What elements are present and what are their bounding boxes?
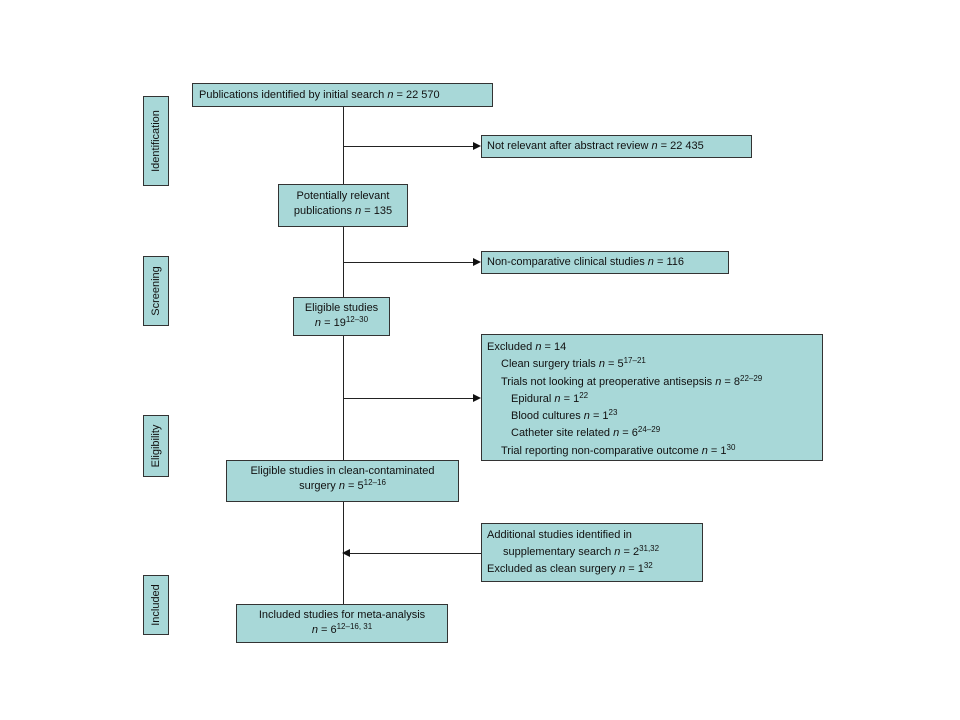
included-refs: 12–16, 31 (336, 622, 373, 631)
not-relevant-n: n (651, 140, 658, 152)
additional-line2-label: supplementary search (503, 546, 615, 558)
not-relevant-label: Not relevant after abstract review (487, 140, 649, 152)
connector-excluded (343, 398, 475, 399)
box-eligible-studies: Eligible studies n = 1912–30 (293, 297, 390, 336)
non-comparative-count: = 116 (653, 256, 684, 268)
box-additional-studies: Additional studies identified in supplem… (481, 523, 703, 582)
excluded-item-refs: 22 (579, 390, 589, 400)
eligible-studies-n: n (314, 317, 322, 329)
additional-line2-count: = 2 (620, 546, 640, 558)
eligible-clean-count: = 5 (344, 480, 364, 492)
eligible-studies-line1: Eligible studies (304, 302, 379, 314)
eligible-studies-refs: 12–30 (345, 315, 369, 324)
excluded-header-count: = 14 (541, 341, 567, 353)
main-flow-line (343, 106, 344, 604)
excluded-item-refs: 30 (726, 442, 736, 452)
potentially-relevant-label: publications (293, 205, 356, 217)
excluded-header-label: Excluded (487, 341, 536, 353)
excluded-item-n: n (715, 375, 722, 388)
eligible-clean-label: surgery (299, 480, 339, 492)
excluded-item-n: n (701, 444, 708, 457)
stage-identification: Identification (143, 96, 169, 186)
stage-eligibility-label: Eligibility (150, 424, 162, 468)
eligible-studies-count: = 19 (321, 317, 346, 329)
box-eligible-clean-contaminated: Eligible studies in clean-contaminated s… (226, 460, 459, 502)
eligible-clean-refs: 12–16 (363, 478, 386, 487)
box-excluded: Excluded n = 14 Clean surgery trials n =… (481, 334, 823, 461)
excluded-item-count: = 1 (560, 392, 580, 405)
box-initial-search: Publications identified by initial searc… (192, 83, 493, 107)
excluded-item-count: = 5 (604, 358, 624, 371)
excluded-item: Trial reporting non-comparative outcome … (487, 443, 817, 460)
excluded-subitem: Epidural n = 122 (487, 391, 817, 408)
not-relevant-count: = 22 435 (657, 140, 704, 152)
included-count: = 6 (317, 624, 337, 636)
connector-not-relevant (343, 146, 475, 147)
additional-line2-n: n (614, 546, 621, 558)
eligible-clean-line1: Eligible studies in clean-contaminated (250, 465, 435, 477)
excluded-item-refs: 23 (608, 408, 618, 418)
excluded-item-refs: 17–21 (623, 356, 646, 366)
non-comparative-n: n (647, 256, 654, 268)
additional-line3-count: = 1 (625, 563, 644, 575)
excluded-item-count: = 1 (589, 410, 609, 423)
excluded-subitem: Blood cultures n = 123 (487, 408, 817, 425)
potentially-relevant-count: = 135 (361, 205, 393, 217)
stage-screening-label: Screening (150, 266, 162, 316)
excluded-item-label: Trials not looking at preoperative antis… (501, 375, 716, 388)
connector-non-comparative (343, 262, 475, 263)
excluded-item-n: n (613, 427, 620, 440)
excluded-item: Clean surgery trials n = 517–21 (487, 356, 817, 373)
excluded-item-count: = 1 (707, 444, 727, 457)
excluded-item-label: Clean surgery trials (501, 358, 599, 371)
arrow-additional-icon (342, 549, 350, 557)
excluded-item-n: n (583, 410, 590, 423)
excluded-item-count: = 6 (619, 427, 638, 440)
initial-search-count: = 22 570 (393, 89, 440, 101)
excluded-item-label: Blood cultures (511, 410, 584, 423)
additional-line3-n: n (619, 563, 626, 575)
excluded-item-refs: 22–29 (740, 373, 763, 383)
connector-additional (350, 553, 481, 554)
arrow-excluded-icon (473, 394, 481, 402)
excluded-item: Trials not looking at preoperative antis… (487, 374, 817, 391)
non-comparative-label: Non-comparative clinical studies (487, 256, 645, 268)
additional-line3-label: Excluded as clean surgery (487, 563, 620, 575)
initial-search-label: Publications identified by initial searc… (199, 89, 385, 101)
potentially-relevant-line1: Potentially relevant (296, 190, 390, 202)
excluded-item-label: Trial reporting non-comparative outcome (501, 444, 702, 457)
excluded-item-label: Catheter site related (511, 427, 614, 440)
box-potentially-relevant: Potentially relevant publications n = 13… (278, 184, 408, 227)
stage-eligibility: Eligibility (143, 415, 169, 477)
box-not-relevant: Not relevant after abstract review n = 2… (481, 135, 752, 158)
potentially-relevant-n: n (355, 205, 362, 217)
box-non-comparative: Non-comparative clinical studies n = 116 (481, 251, 729, 274)
excluded-header-n: n (535, 341, 542, 353)
eligible-clean-n: n (338, 480, 345, 492)
excluded-item-n: n (554, 392, 561, 405)
stage-screening: Screening (143, 256, 169, 326)
excluded-item-count: = 8 (721, 375, 740, 388)
initial-search-n: n (387, 89, 394, 101)
stage-included-label: Included (150, 584, 162, 626)
stage-identification-label: Identification (150, 110, 162, 172)
stage-included: Included (143, 575, 169, 635)
arrow-not-relevant-icon (473, 142, 481, 150)
included-line1: Included studies for meta-analysis (258, 609, 426, 621)
additional-line3-refs: 32 (643, 561, 653, 570)
additional-line1: Additional studies identified in (487, 529, 632, 541)
arrow-non-comparative-icon (473, 258, 481, 266)
excluded-subitem: Catheter site related n = 624–29 (487, 425, 817, 442)
box-included-studies: Included studies for meta-analysis n = 6… (236, 604, 448, 643)
excluded-item-refs: 24–29 (637, 425, 661, 435)
included-n: n (311, 624, 318, 636)
excluded-item-label: Epidural (511, 392, 555, 405)
additional-line2-refs: 31,32 (639, 544, 660, 553)
excluded-item-n: n (598, 358, 605, 371)
